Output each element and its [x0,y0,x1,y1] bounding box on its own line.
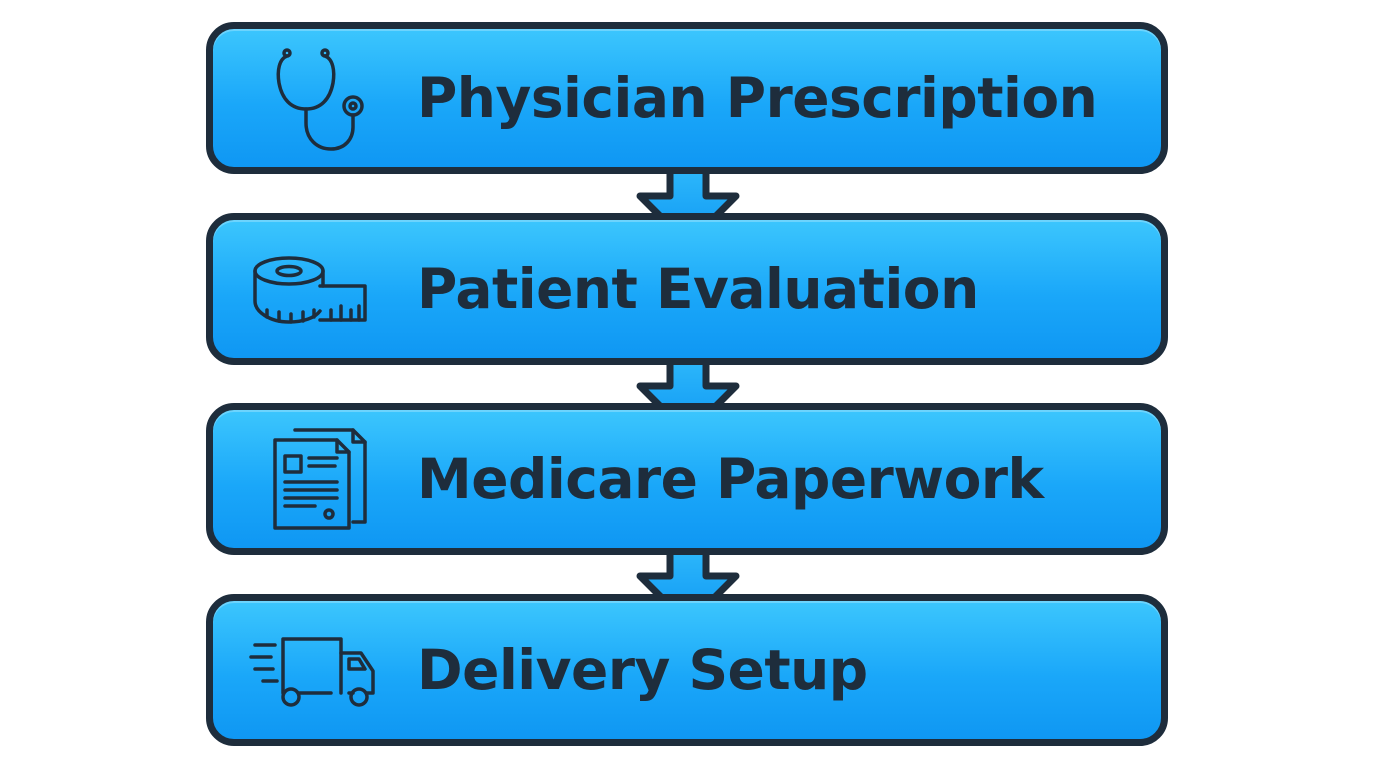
step-label: Medicare Paperwork [417,447,1044,511]
step-label: Delivery Setup [417,638,868,702]
step-label: Patient Evaluation [417,257,979,321]
documents-icon [249,424,369,534]
stethoscope-icon [249,43,369,153]
step-physician-prescription: Physician Prescription [206,22,1168,174]
step-delivery-setup: Delivery Setup [206,594,1168,746]
delivery-truck-icon [249,615,375,725]
step-patient-evaluation: Patient Evaluation [206,213,1168,365]
step-label: Physician Prescription [417,66,1098,130]
measuring-tape-icon [249,234,369,344]
step-medicare-paperwork: Medicare Paperwork [206,403,1168,555]
